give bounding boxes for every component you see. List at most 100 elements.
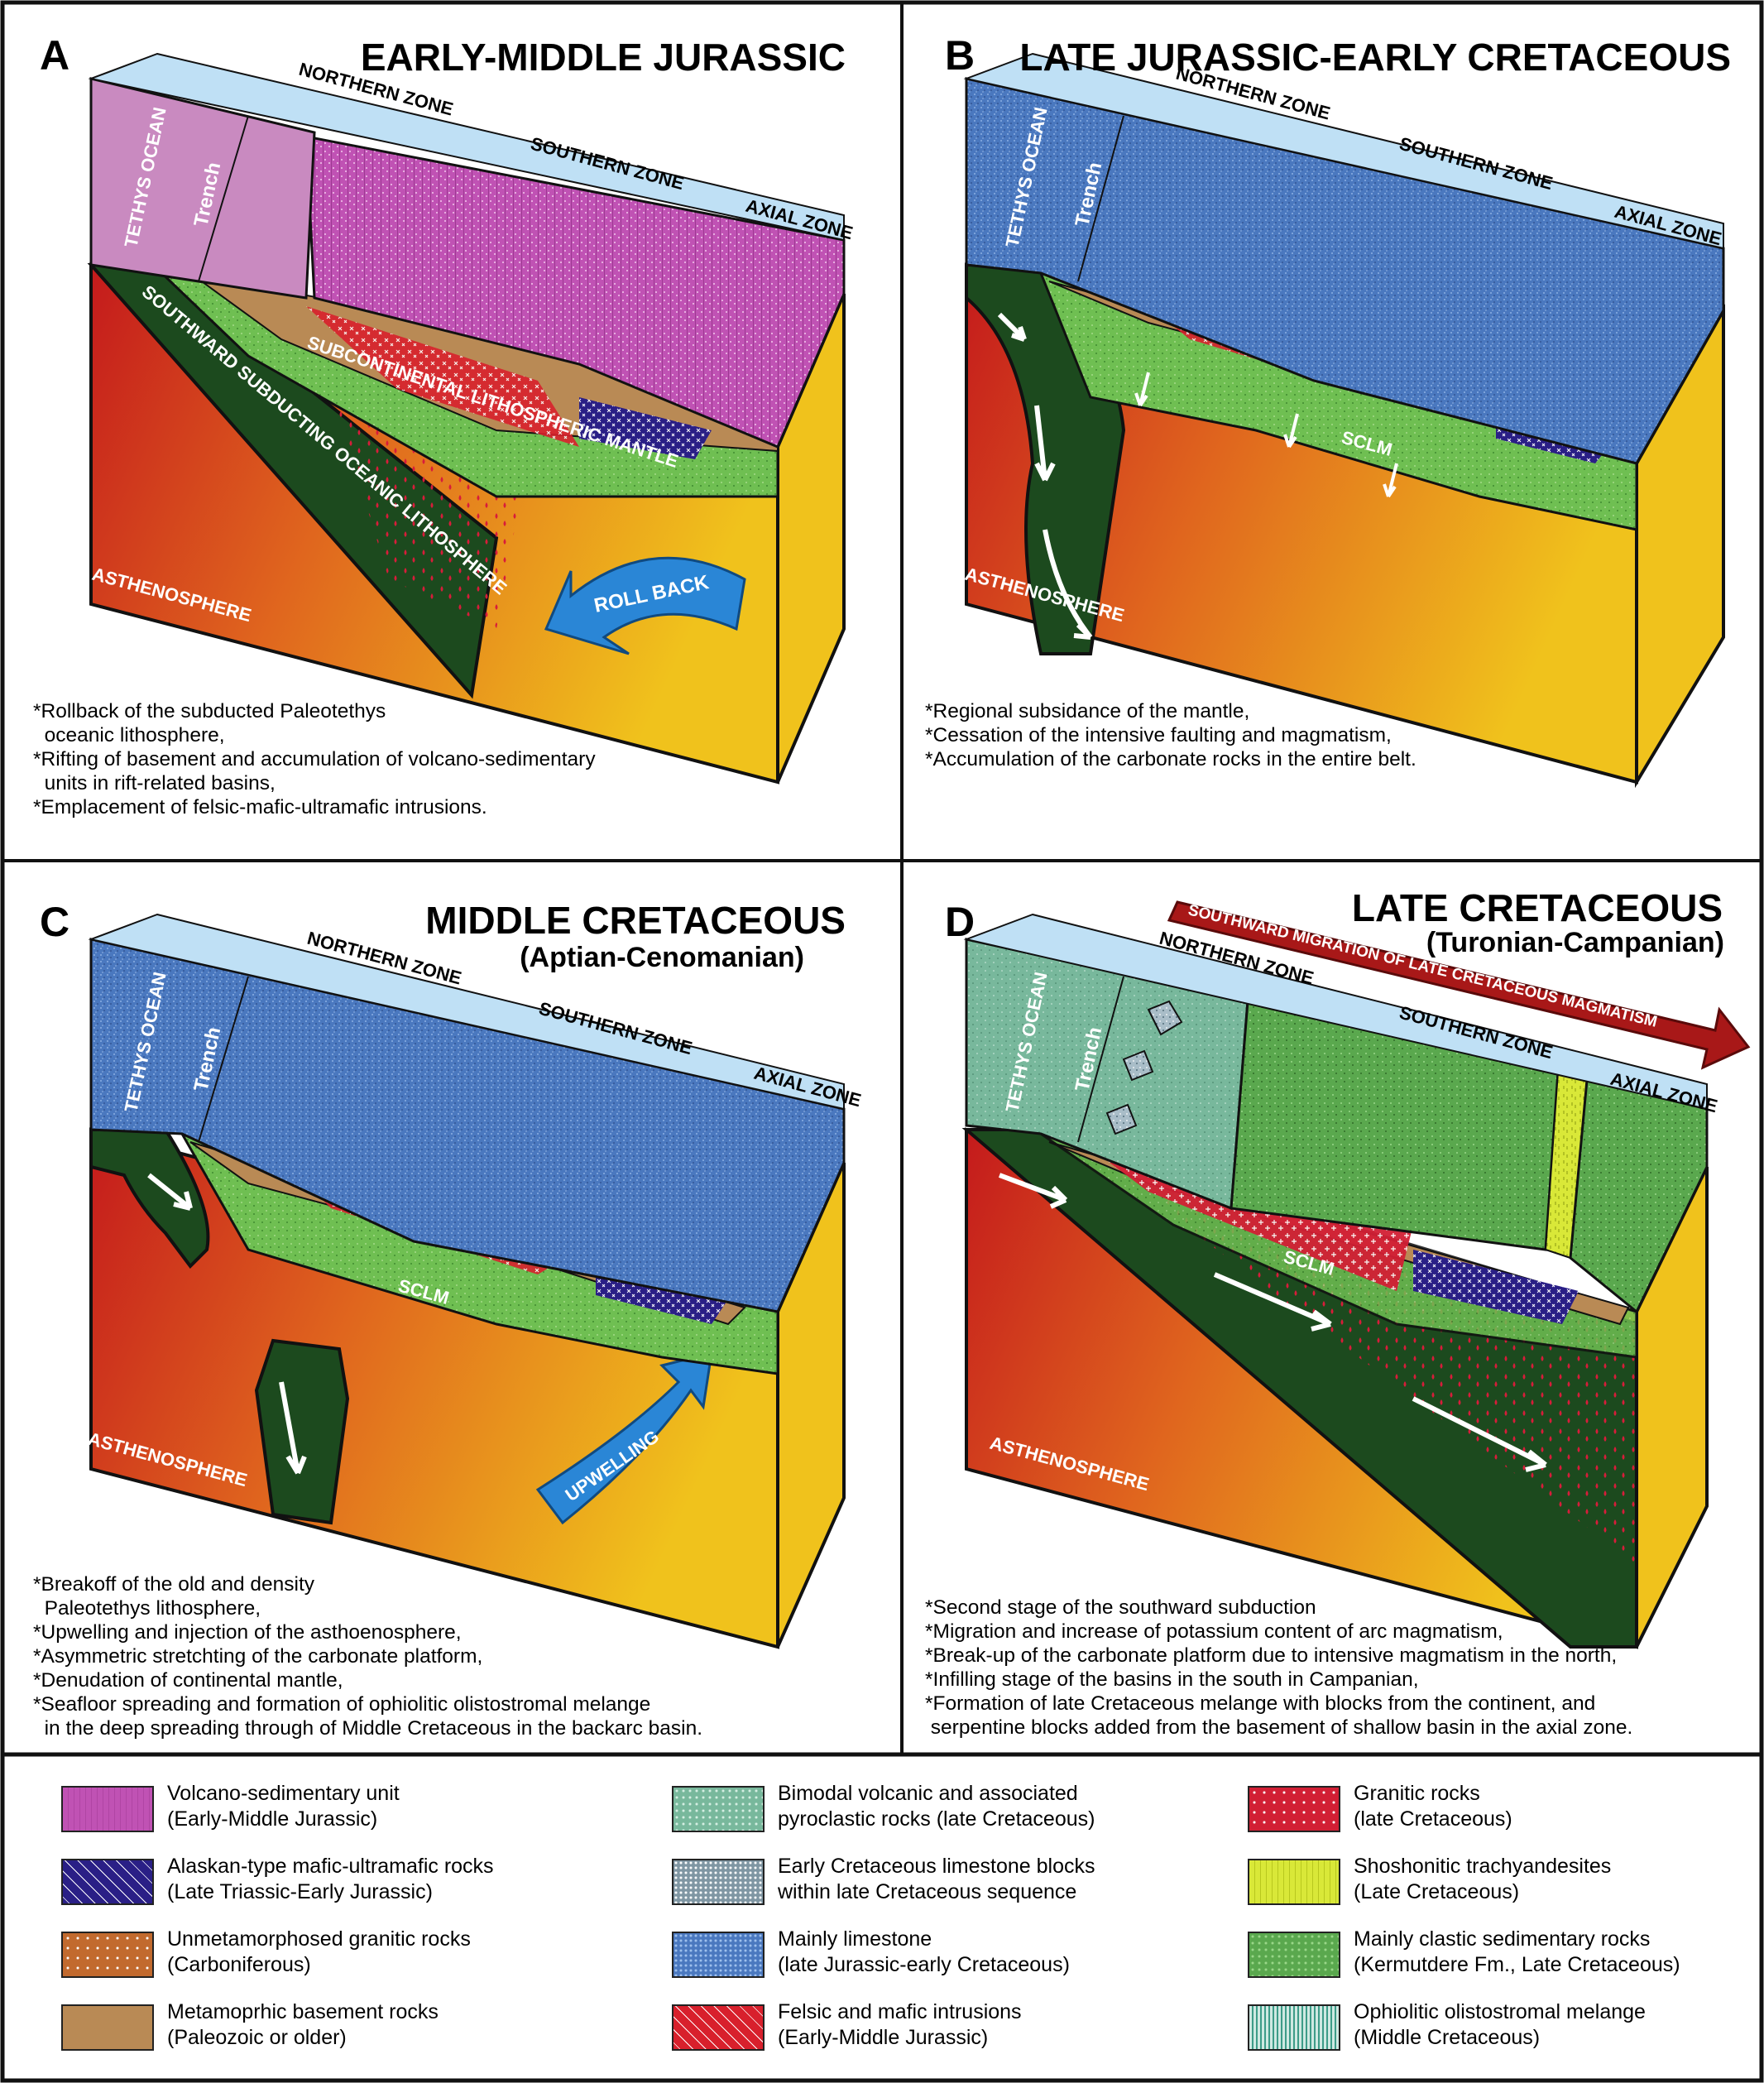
legend-label: Alaskan-type mafic-ultramafic rocks(Late… (167, 1854, 494, 1905)
legend-label: Mainly clastic sedimentary rocks(Kermutd… (1354, 1927, 1680, 1978)
legend-swatch (61, 1859, 154, 1905)
legend-swatch (1248, 1786, 1340, 1832)
ocean-water (88, 52, 845, 242)
panel-b-block (963, 52, 1725, 789)
panel-b-notes: *Regional subsidance of the mantle, *Ces… (925, 700, 1416, 770)
limestone-top (89, 938, 846, 1313)
limestone-block (1122, 1049, 1154, 1082)
legend-label: Volcano-sedimentary unit(Early-Middle Ju… (167, 1781, 400, 1832)
legend-label: Metamoprhic basement rocks (Paleozoic or … (167, 1999, 439, 2051)
legend-item: Volcano-sedimentary unit(Early-Middle Ju… (61, 1774, 591, 1849)
legend-label-line: Shoshonitic trachyandesites (1354, 1855, 1612, 1878)
migration-arrow (1167, 900, 1751, 1070)
panel-a-title: EARLY-MIDDLE JURASSIC (360, 36, 846, 79)
legend-label-line: Volcano-sedimentary unit (167, 1782, 400, 1805)
legend-item: Mainly limestone(late Jurassic-early Cre… (672, 1920, 1201, 1994)
legend-swatch (1248, 1932, 1340, 1978)
legend-swatch (61, 1786, 154, 1832)
panel-a-notes: *Rollback of the subducted Paleotethys o… (33, 700, 596, 818)
descent-arrow (1412, 1396, 1547, 1472)
legend-label-line: Mainly limestone (778, 1927, 932, 1951)
ocean-water (88, 913, 845, 1111)
legend-swatch (61, 2004, 154, 2051)
legend-swatch (672, 1932, 765, 1978)
ocean-water (963, 52, 1724, 250)
legend-label-line: Metamoprhic basement rocks (167, 2000, 439, 2023)
panel-a-letter: A (40, 32, 70, 79)
limestone-block (1147, 1000, 1183, 1036)
panel-d-notes: *Second stage of the southward subductio… (925, 1596, 1633, 1739)
panel-c-title: MIDDLE CRETACEOUS (425, 899, 846, 942)
legend-label-line: Granitic rocks (1354, 1782, 1480, 1805)
descent-arrow (279, 1381, 307, 1475)
panel-b-title: LATE JURASSIC-EARLY CRETACEOUS (1019, 36, 1731, 79)
legend-label-line: (Early-Middle Jurassic) (167, 1807, 378, 1831)
legend-label: Granitic rocks(late Cretaceous) (1354, 1781, 1512, 1832)
legend-label-line: (late Cretaceous) (1354, 1807, 1512, 1831)
legend-label-line: (Early-Middle Jurassic) (778, 2026, 989, 2049)
legend-label-line: within late Cretaceous sequence (778, 1880, 1077, 1903)
descent-arrow (1213, 1272, 1332, 1332)
ocean-surface (89, 77, 316, 300)
legend-label-line: Bimodal volcanic and associated (778, 1782, 1078, 1805)
panel-d-block (961, 900, 1751, 1649)
legend-label-line: (Late Cretaceous) (1354, 1880, 1520, 1903)
subsidence-arrow (1283, 413, 1299, 449)
trench-line (1077, 115, 1124, 282)
legend-swatch (672, 1859, 765, 1905)
legend-item: Granitic rocks(late Cretaceous) (1248, 1774, 1764, 1849)
panel-c-notes: *Breakoff of the old and density Paleote… (33, 1573, 703, 1740)
legend-label-line: (Paleozoic or older) (167, 2026, 347, 2049)
panel-d-title: LATE CRETACEOUS (1351, 886, 1723, 929)
panel-b-letter: B (945, 32, 975, 79)
trench-line (198, 976, 249, 1143)
panel-c-letter: C (40, 899, 70, 945)
legend-swatch (1248, 1859, 1340, 1905)
alaskan-intrusions (1413, 1250, 1579, 1324)
descent-arrow (997, 312, 1027, 342)
legend-item: Unmetamorphosed granitic rocks(Carbonife… (61, 1920, 591, 1994)
legend-item: Shoshonitic trachyandesites(Late Cretace… (1248, 1847, 1764, 1922)
trench-line (198, 115, 249, 282)
felsic-intrusions (306, 306, 579, 447)
legend-swatch (672, 2004, 765, 2051)
panel-d-letter: D (945, 899, 975, 945)
legend-item: Metamoprhic basement rocks (Paleozoic or … (61, 1993, 591, 2067)
roll-back-arrow (544, 556, 746, 655)
alaskan-intrusions (579, 397, 712, 459)
legend-label: Mainly limestone(late Jurassic-early Cre… (778, 1927, 1070, 1978)
legend-swatch (1248, 2004, 1340, 2051)
subsidence-arrow (1134, 372, 1150, 407)
legend-label-line: Ophiolitic olistostromal melange (1354, 2000, 1646, 2023)
descent-arrow (1043, 529, 1093, 640)
legend-swatch (672, 1786, 765, 1832)
legend-label-line: (Kermutdere Fm., Late Cretaceous) (1354, 1953, 1680, 1976)
upwelling-arrow (535, 1351, 713, 1525)
legend-swatch (61, 1932, 154, 1978)
panel-c-block (88, 913, 846, 1649)
legend-item: Mainly clastic sedimentary rocks(Kermutd… (1248, 1920, 1764, 1994)
broken-slab (254, 1338, 350, 1525)
panel-d-subtitle: (Turonian-Campanian) (1426, 927, 1724, 958)
legend-label-line: pyroclastic rocks (late Cretaceous) (778, 1807, 1095, 1831)
panel-c-subtitle: (Aptian-Cenomanian) (520, 942, 804, 973)
legend-label-line: Early Cretaceous limestone blocks (778, 1855, 1095, 1878)
limestone-block (1105, 1103, 1138, 1135)
limestone-top (965, 77, 1725, 465)
legend-item: Felsic and mafic intrusions (Early-Middle… (672, 1993, 1201, 2067)
legend-label-line: Alaskan-type mafic-ultramafic rocks (167, 1855, 494, 1878)
legend-label: Felsic and mafic intrusions (Early-Middle… (778, 1999, 1022, 2051)
legend-label-line: (late Jurassic-early Cretaceous) (778, 1953, 1070, 1976)
legend-label: Ophiolitic olistostromal melange (Middle … (1354, 1999, 1646, 2051)
ocean-water (963, 913, 1708, 1111)
legend-label-line: (Middle Cretaceous) (1354, 2026, 1541, 2049)
descent-arrow (147, 1173, 193, 1211)
legend-label-line: Mainly clastic sedimentary rocks (1354, 1927, 1651, 1951)
legend-label-line: Felsic and mafic intrusions (778, 2000, 1022, 2023)
